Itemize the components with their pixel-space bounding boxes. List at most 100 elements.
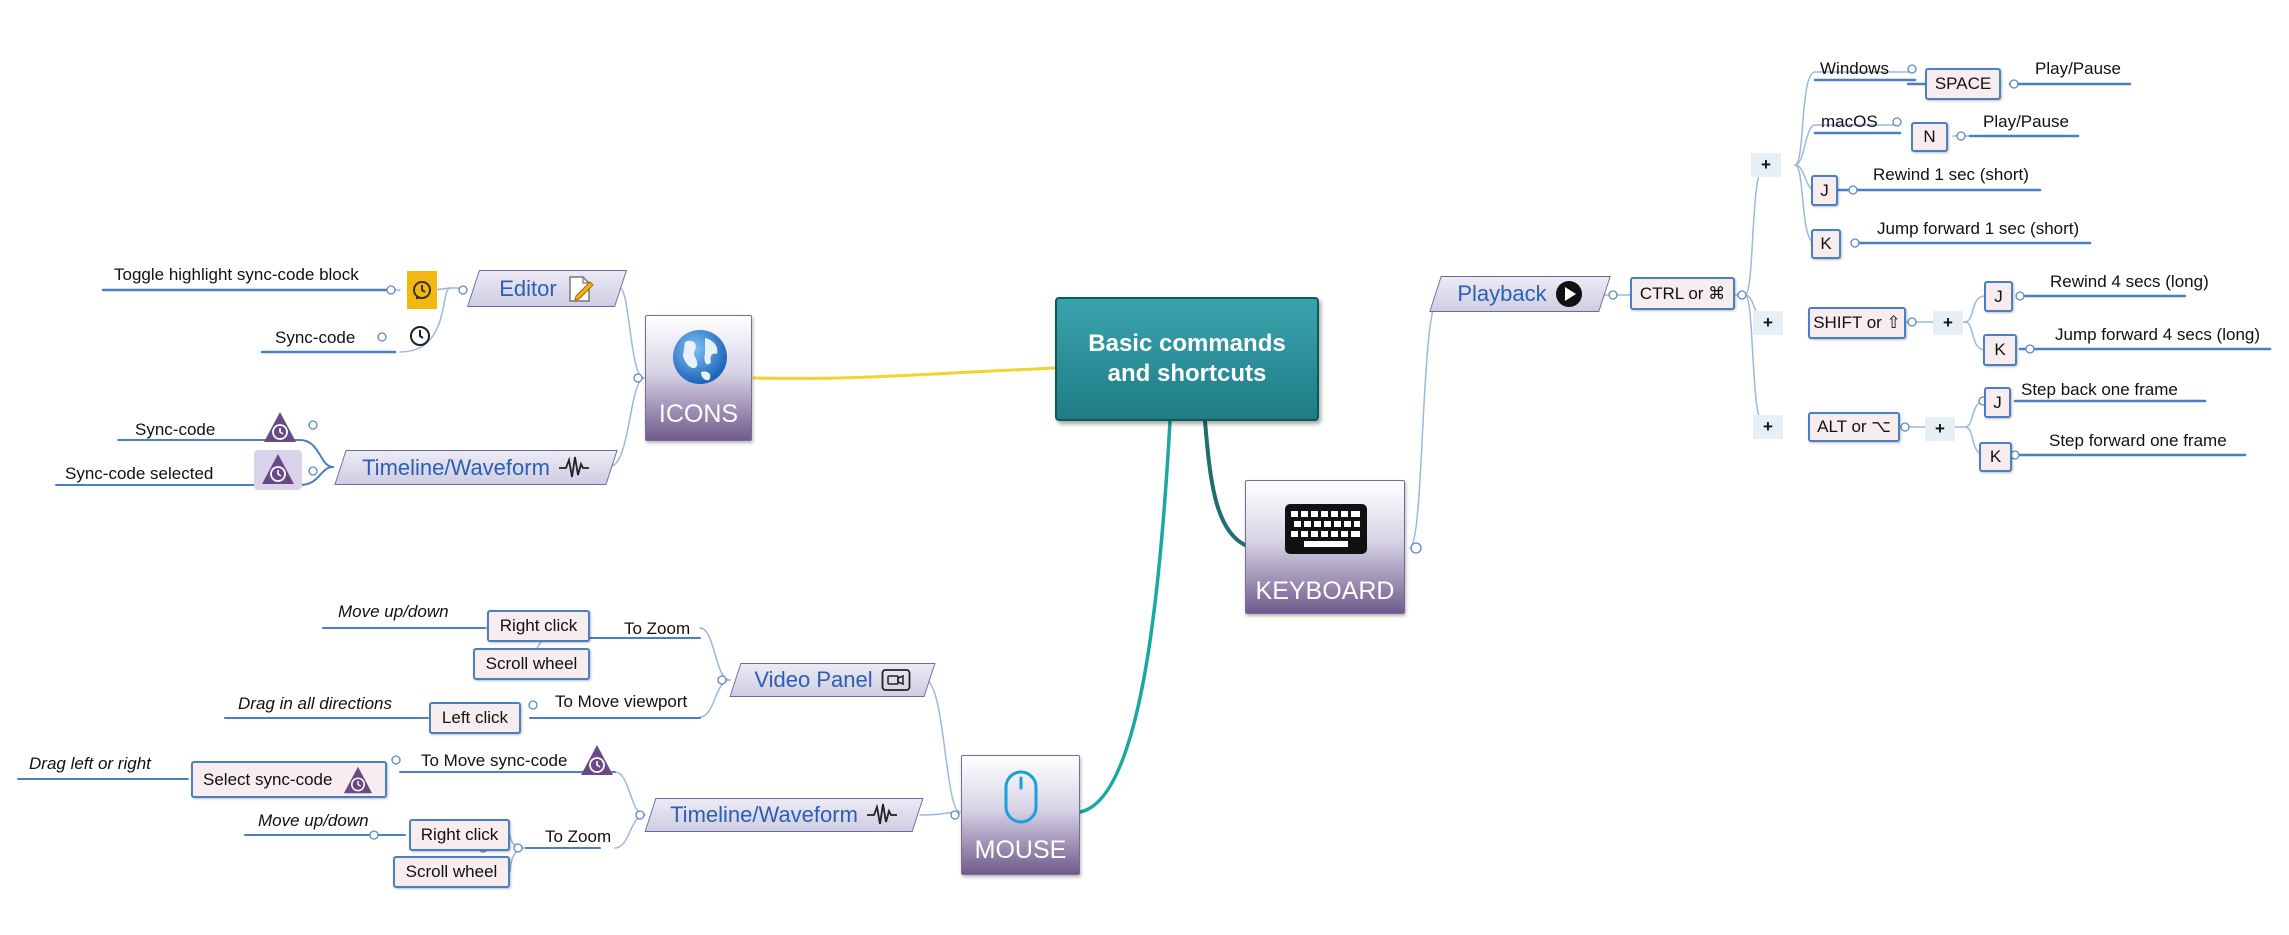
alt-key-label: ALT or ⌥ <box>1817 417 1891 436</box>
macos-label: macOS <box>1821 112 1878 131</box>
highlight-sync-icon <box>407 271 437 309</box>
k-key-frame[interactable]: K <box>1979 442 2012 472</box>
video-scroll-wheel-key[interactable]: Scroll wheel <box>473 648 590 680</box>
to-move-viewport-label: To Move viewport <box>555 692 688 711</box>
timeline-to-zoom-label: To Zoom <box>545 827 612 846</box>
plus-label: + <box>1763 417 1773 436</box>
video-move-updown-label: Move up/down <box>338 602 449 621</box>
icons-category-label: ICONS <box>658 400 739 428</box>
play-icon <box>1555 281 1582 307</box>
central-topic[interactable]: Basic commands and shortcuts <box>1055 297 1319 421</box>
clock-icon <box>410 326 430 346</box>
left-click-label: Left click <box>441 708 509 727</box>
right-click-label: Right click <box>420 825 499 844</box>
k-key-label: K <box>1820 234 1832 253</box>
forward-long-label: Jump forward 4 secs (long) <box>2055 325 2261 344</box>
sync-code-icon <box>264 412 296 442</box>
playback-branch[interactable]: Playback <box>1429 276 1611 312</box>
k-key-short[interactable]: K <box>1811 229 1841 259</box>
plus-label: + <box>1761 155 1771 174</box>
ctrl-key-label: CTRL or ⌘ <box>1639 283 1726 303</box>
video-right-click-key[interactable]: Right click <box>487 610 590 642</box>
globe-icon <box>673 330 727 384</box>
step-forward-label: Step forward one frame <box>2049 431 2227 450</box>
play-pause-macos: Play/Pause <box>1983 112 2069 131</box>
j-key-label: J <box>1820 180 1829 200</box>
scroll-wheel-label: Scroll wheel <box>485 654 578 673</box>
mouse-category-label: MOUSE <box>974 836 1067 864</box>
k-key-long[interactable]: K <box>1983 334 2017 366</box>
plus-label: + <box>1943 313 1953 332</box>
space-key-label: SPACE <box>1934 74 1992 93</box>
mouse-timeline-label: Timeline/Waveform <box>670 802 858 827</box>
j-key-long[interactable]: J <box>1984 281 2013 312</box>
icons-timeline-label: Timeline/Waveform <box>362 454 550 480</box>
step-back-label: Step back one frame <box>2021 380 2178 399</box>
space-key[interactable]: SPACE <box>1925 68 2001 100</box>
select-sync-code-label: Select sync-code <box>203 769 333 789</box>
keyboard-icon <box>1285 504 1367 554</box>
editor-sync-code-label: Sync-code <box>275 328 356 347</box>
toggle-highlight-label: Toggle highlight sync-code block <box>114 265 359 284</box>
sync-code-selected-icon <box>262 454 294 484</box>
waveform-icon <box>558 456 589 477</box>
k-key-label: K <box>1989 447 2002 466</box>
select-sync-code-key[interactable]: Select sync-code <box>191 761 387 798</box>
play-pause-windows: Play/Pause <box>2035 59 2121 78</box>
scroll-wheel-label: Scroll wheel <box>405 862 498 881</box>
timeline-scroll-wheel-key[interactable]: Scroll wheel <box>393 856 510 888</box>
k-key-label: K <box>1994 340 2006 359</box>
waveform-icon <box>866 803 897 825</box>
rewind-long-label: Rewind 4 secs (long) <box>2050 272 2209 291</box>
plus-shift: + <box>1753 311 1783 335</box>
timeline-move-updown-label: Move up/down <box>258 811 369 830</box>
video-icon <box>881 669 911 691</box>
drag-left-right-label: Drag left or right <box>29 754 151 773</box>
right-click-label: Right click <box>499 616 578 635</box>
plus-label: + <box>1763 313 1773 332</box>
mouse-icon <box>1004 770 1038 824</box>
video-to-zoom-label: To Zoom <box>624 619 691 638</box>
forward-short-label: Jump forward 1 sec (short) <box>1877 219 2080 238</box>
timeline-right-click-key[interactable]: Right click <box>409 819 510 851</box>
drag-all-directions-label: Drag in all directions <box>238 694 393 713</box>
n-key-label: N <box>1923 127 1936 146</box>
to-move-sync-label: To Move sync-code <box>421 751 568 770</box>
icons-category[interactable]: ICONS <box>645 315 752 441</box>
n-key[interactable]: N <box>1911 122 1948 152</box>
playback-label: Playback <box>1457 281 1547 306</box>
j-key-label: J <box>1993 392 2002 412</box>
alt-key[interactable]: ALT or ⌥ <box>1808 412 1900 442</box>
plus-label: + <box>1935 419 1945 438</box>
plus-shift-2: + <box>1933 311 1963 335</box>
rewind-short-label: Rewind 1 sec (short) <box>1873 165 2029 184</box>
edit-icon <box>568 275 594 302</box>
plus-alt: + <box>1753 415 1783 439</box>
j-key-short[interactable]: J <box>1811 175 1838 206</box>
mouse-category[interactable]: MOUSE <box>961 755 1080 875</box>
shift-key-label: SHIFT or ⇧ <box>1813 313 1901 332</box>
keyboard-category-label: KEYBOARD <box>1255 577 1395 605</box>
video-panel-branch[interactable]: Video Panel <box>729 663 936 697</box>
j-key-frame[interactable]: J <box>1984 387 2011 418</box>
video-left-click-key[interactable]: Left click <box>429 702 521 734</box>
windows-label: Windows <box>1820 59 1889 78</box>
sync-code-icon <box>344 766 373 793</box>
timeline-sync-code-label: Sync-code <box>135 420 216 439</box>
mouse-timeline-branch[interactable]: Timeline/Waveform <box>644 798 924 832</box>
sync-code-icon <box>581 745 613 775</box>
j-key-label: J <box>1994 286 2003 306</box>
plus-ctrl: + <box>1751 153 1781 177</box>
ctrl-key[interactable]: CTRL or ⌘ <box>1630 277 1735 310</box>
keyboard-category[interactable]: KEYBOARD <box>1245 480 1405 614</box>
icons-timeline-branch[interactable]: Timeline/Waveform <box>334 450 618 485</box>
video-panel-label: Video Panel <box>754 667 873 692</box>
sync-code-selected-label: Sync-code selected <box>65 464 214 483</box>
shift-key[interactable]: SHIFT or ⇧ <box>1808 307 1906 339</box>
editor-label: Editor <box>499 275 557 301</box>
plus-alt-2: + <box>1925 417 1955 441</box>
central-topic-title: Basic commands and shortcuts <box>1088 330 1286 387</box>
selected-sync-bg <box>254 450 302 490</box>
editor-branch[interactable]: Editor <box>466 270 628 307</box>
